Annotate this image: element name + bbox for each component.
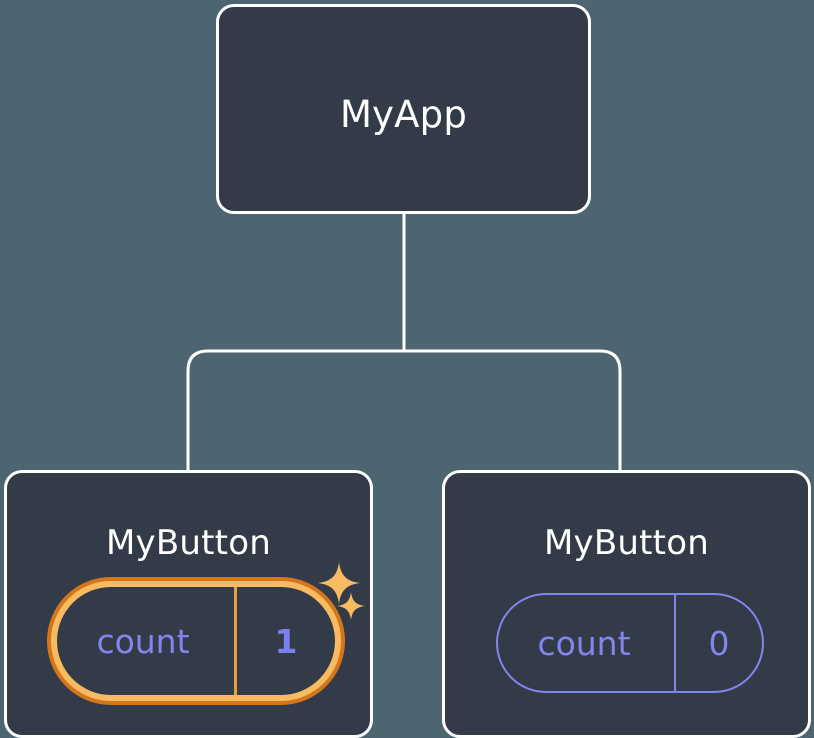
state-key-label: count xyxy=(57,587,237,695)
node-mybutton-1[interactable]: MyButton count 0 xyxy=(442,470,811,738)
edge-branch-bar xyxy=(186,349,622,470)
state-value-label: 0 xyxy=(708,623,730,663)
node-mybutton-0[interactable]: MyButton count 1 xyxy=(4,470,373,738)
state-pill-count-highlighted[interactable]: count 1 xyxy=(51,581,341,701)
node-myapp-label: MyApp xyxy=(339,93,468,136)
state-value-label: 1 xyxy=(274,621,298,661)
node-mybutton-0-label: MyButton xyxy=(106,523,271,563)
node-myapp[interactable]: MyApp xyxy=(216,4,591,214)
node-mybutton-1-label: MyButton xyxy=(544,523,709,563)
state-key-label: count xyxy=(498,595,676,691)
state-pill-count[interactable]: count 0 xyxy=(496,593,764,693)
